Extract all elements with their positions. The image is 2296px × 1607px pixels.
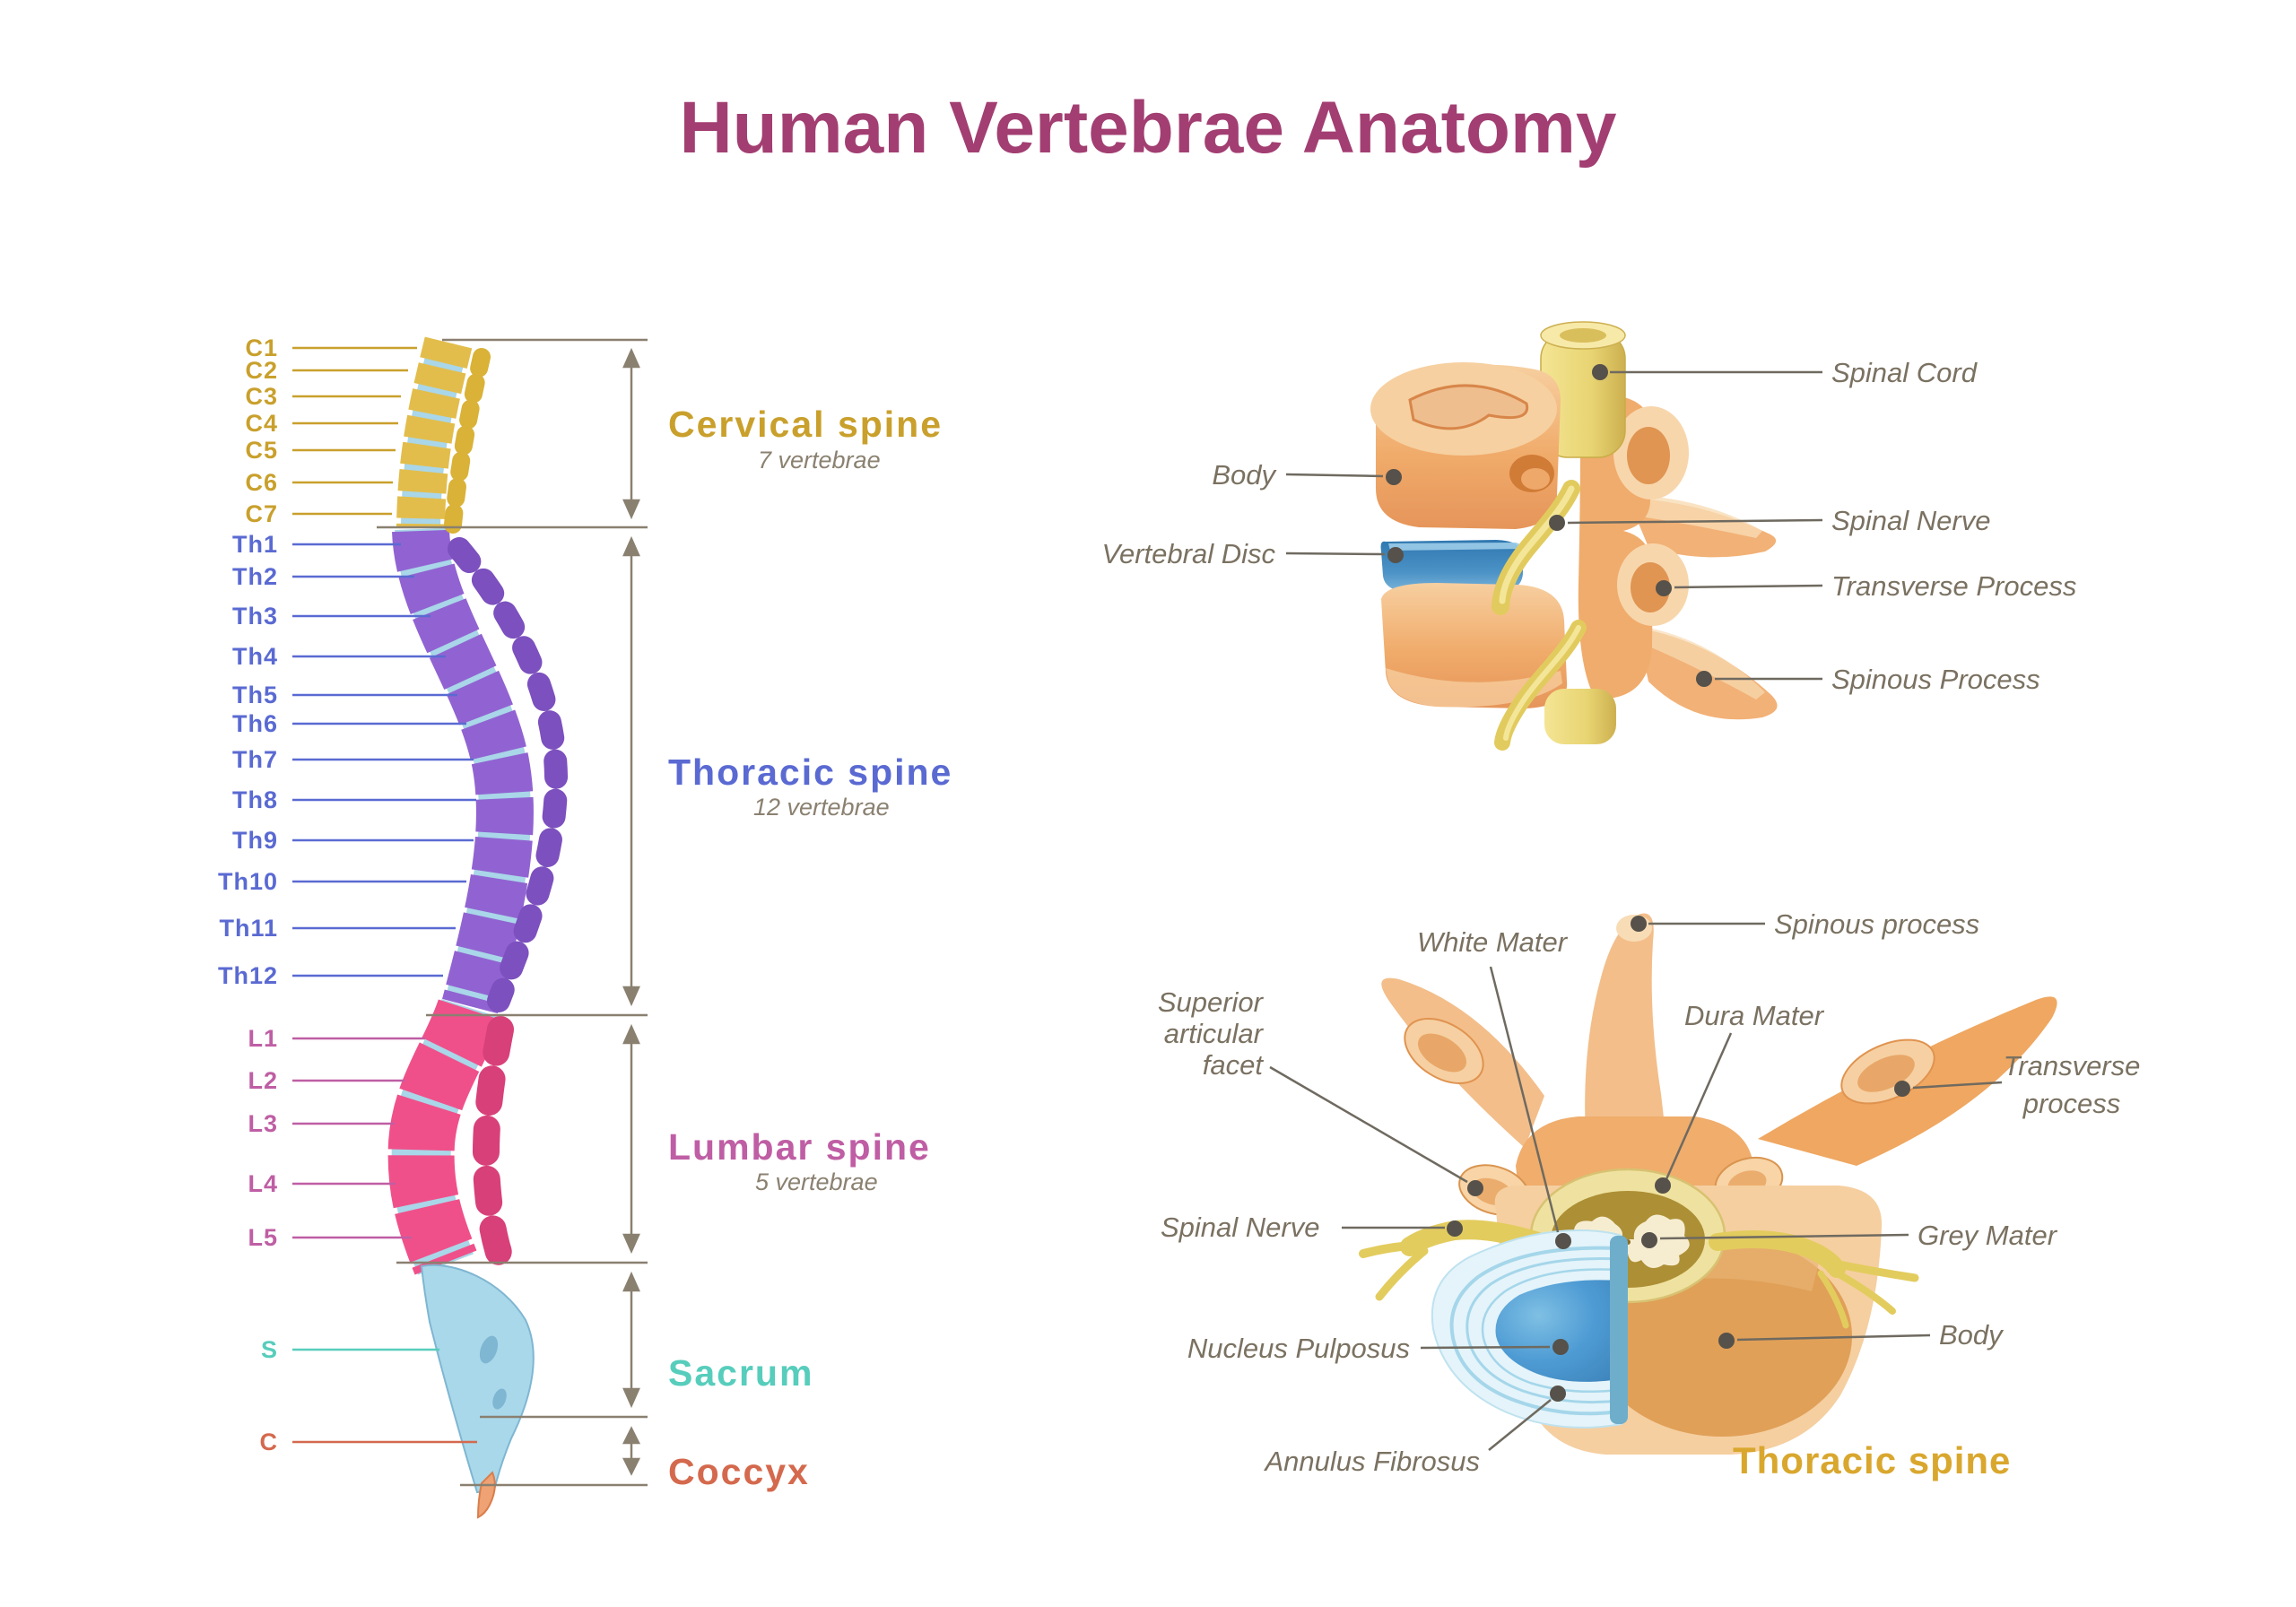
vertebra-label-l1: L1 [248, 1025, 278, 1052]
vertebra-label-th1: Th1 [231, 531, 278, 558]
section-title-sacrum: Sacrum [668, 1352, 814, 1394]
label-annulus-fibrosus: Annulus Fibrosus [1265, 1446, 1480, 1477]
vertebra-label-l2: L2 [248, 1067, 278, 1094]
label-transverse-process-side: Transverse Process [1831, 570, 2077, 602]
label-transverse-process-top: Transverse process [2003, 1050, 2141, 1119]
vertebra-label-th12: Th12 [217, 962, 278, 989]
vertebra-label-c: C [259, 1429, 278, 1455]
vertebra-label-th6: Th6 [231, 710, 278, 737]
label-superior-articular-facet: Superior articular facet [1157, 986, 1263, 1081]
vertebra-label-s: S [260, 1336, 278, 1363]
vertebra-label-th3: Th3 [231, 603, 278, 630]
section-title-thoracic: Thoracic spine [668, 751, 953, 793]
vertebra-label-c2: C2 [245, 357, 278, 384]
label-body-top: Body [1939, 1319, 2003, 1351]
top-view-leaders [1269, 922, 2003, 1451]
label-white-mater: White Mater [1417, 926, 1568, 958]
side-view-illustration [1370, 321, 1778, 751]
vertebra-label-l5: L5 [248, 1224, 278, 1251]
section-subtitle-cervical: 7 vertebrae [758, 447, 881, 473]
side-view-dots [1386, 364, 1712, 687]
label-spinal-nerve-top: Spinal Nerve [1161, 1212, 1320, 1243]
label-grey-mater: Grey Mater [1918, 1220, 2057, 1251]
vertebra-label-th9: Th9 [231, 827, 278, 854]
vertebra-label-c1: C1 [245, 334, 278, 361]
section-title-cervical: Cervical spine [668, 404, 944, 445]
label-nucleus-pulposus: Nucleus Pulposus [1187, 1333, 1410, 1364]
vertebra-label-th8: Th8 [231, 786, 278, 813]
spine-illustration [387, 336, 569, 1519]
vertebra-label-c4: C4 [245, 410, 278, 437]
vertebra-label-c5: C5 [245, 437, 278, 464]
vertebra-label-th4: Th4 [231, 643, 278, 670]
vertebra-label-th7: Th7 [231, 746, 278, 773]
caption-thoracic-spine: Thoracic spine [1733, 1439, 2012, 1481]
section-title-coccyx: Coccyx [668, 1451, 810, 1492]
label-spinal-nerve-side: Spinal Nerve [1831, 505, 1991, 536]
section-subtitle-thoracic: 12 vertebrae [753, 794, 890, 821]
page-title: Human Vertebrae Anatomy [679, 87, 1617, 169]
label-body-side: Body [1212, 459, 1275, 491]
vertebra-leader-lines [292, 346, 477, 1444]
label-vertebral-disc: Vertebral Disc [1101, 538, 1275, 569]
vertebra-label-th11: Th11 [219, 915, 278, 942]
vertebra-label-c3: C3 [245, 383, 278, 410]
top-view-dots [1447, 916, 1910, 1402]
label-dura-mater: Dura Mater [1684, 1000, 1824, 1031]
label-spinous-process-top: Spinous process [1774, 908, 1980, 940]
label-spinal-cord: Spinal Cord [1831, 357, 1977, 388]
side-view-leaders [1285, 370, 1823, 681]
vertebra-label-l3: L3 [248, 1110, 278, 1137]
vertebra-label-th5: Th5 [231, 682, 278, 708]
vertebra-label-c7: C7 [245, 500, 278, 527]
section-title-lumbar: Lumbar spine [668, 1126, 931, 1168]
vertebra-label-l4: L4 [248, 1170, 278, 1197]
label-spinous-process-side: Spinous Process [1831, 664, 2040, 695]
vertebra-label-c6: C6 [245, 469, 278, 496]
top-view-illustration [1359, 913, 2057, 1455]
section-subtitle-lumbar: 5 vertebrae [755, 1168, 878, 1195]
vertebra-label-th2: Th2 [231, 563, 278, 590]
section-brackets [377, 338, 648, 1487]
vertebra-label-th10: Th10 [217, 868, 278, 895]
